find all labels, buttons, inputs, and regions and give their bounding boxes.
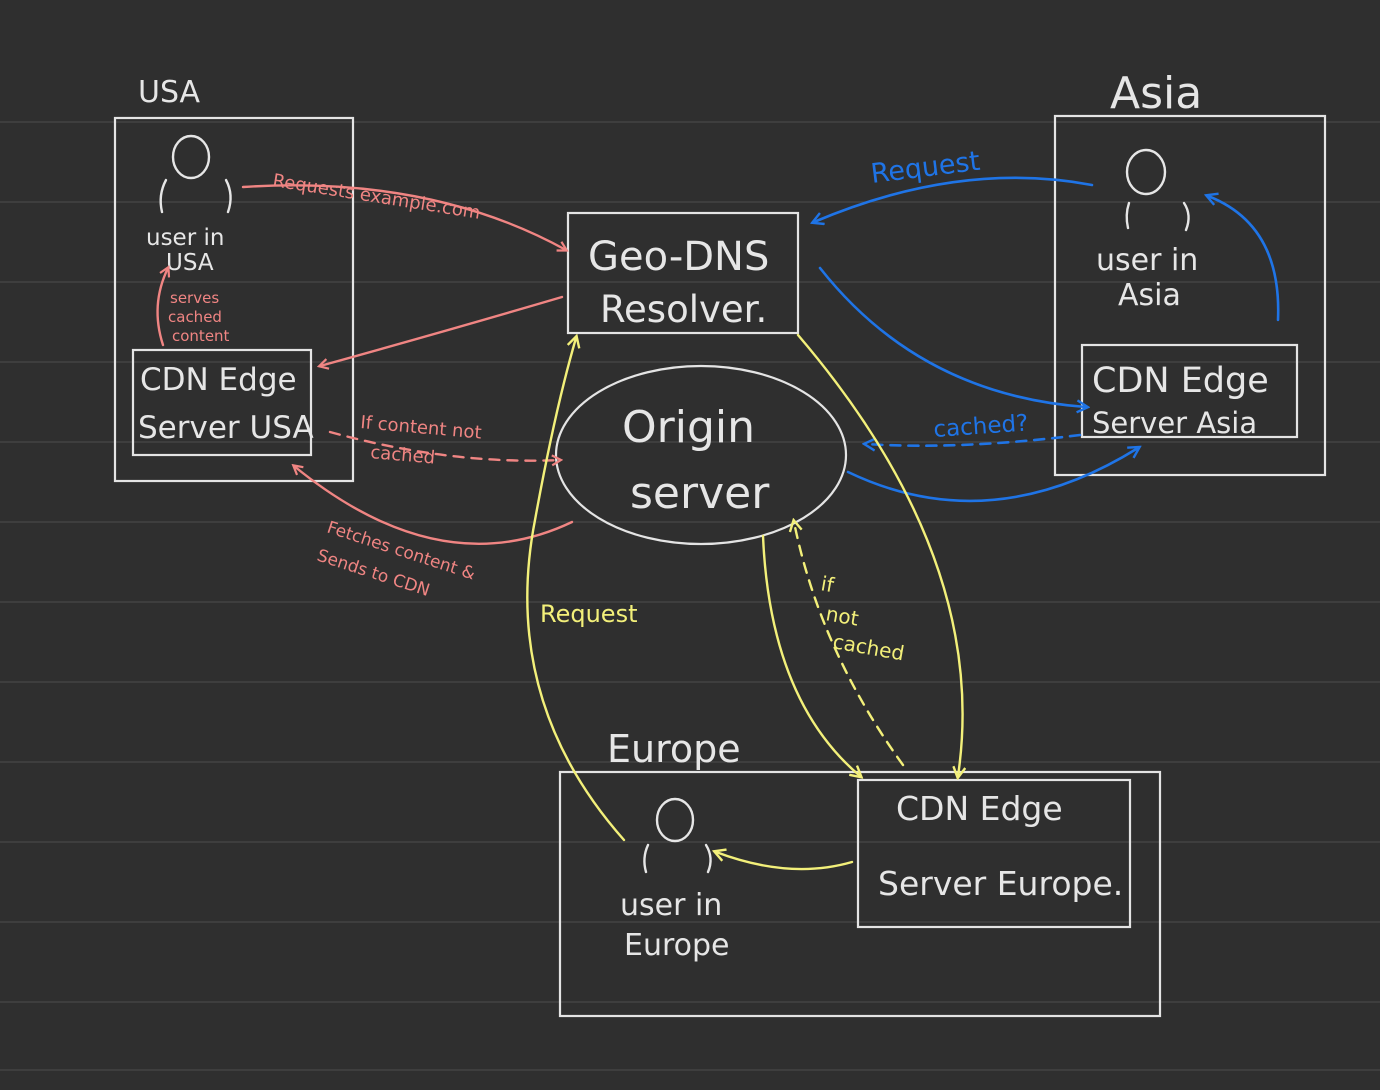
user-usa-icon — [159, 134, 232, 214]
cdn-asia-label-line2: Server Asia — [1092, 406, 1257, 440]
geo-dns-label-line1: Geo-DNS — [588, 234, 769, 280]
cdn-asia-to-origin-arrow — [866, 433, 1082, 446]
cdn-asia-box — [1080, 343, 1299, 439]
asia-serves-arrow — [1208, 196, 1280, 322]
ruled-lines — [0, 121, 1380, 1071]
asia-flow: Request cached? — [814, 146, 1138, 503]
if-content-not-cached-label-line2: cached — [370, 442, 436, 469]
if-not-cached-label-line2: not — [824, 601, 861, 630]
geo-dns-box — [566, 211, 800, 335]
origin-to-cdn-europe-arrow — [761, 534, 860, 776]
europe-serves-arrow — [716, 852, 854, 871]
if-not-cached-label-line1: if — [819, 571, 837, 597]
dns-to-cdn-usa-arrow — [320, 295, 564, 366]
serves-cached-label-line2: cached — [168, 308, 222, 326]
origin-to-cdn-usa-arrow — [294, 466, 574, 545]
origin-to-cdn-asia-arrow — [846, 448, 1138, 503]
user-usa-label-line1: user in — [146, 225, 224, 251]
user-usa-label-line2: USA — [166, 250, 214, 276]
europe-region-title: Europe — [607, 727, 741, 771]
user-asia-label-line2: Asia — [1118, 278, 1181, 313]
serves-cached-label-line3: content — [172, 327, 230, 345]
user-asia-icon — [1125, 148, 1190, 232]
cdn-asia-label-line1: CDN Edge — [1092, 361, 1269, 401]
request-europe-label: Request — [540, 600, 638, 628]
usa-region-title: USA — [138, 75, 201, 110]
usa-region-box — [113, 116, 355, 483]
origin-server-label-line1: Origin — [622, 402, 755, 453]
requests-example-label: Requests example.com — [271, 170, 482, 224]
geo-dns-label-line2: Resolver. — [600, 288, 767, 331]
cdn-usa-label-line2: Server USA — [138, 410, 314, 446]
dns-to-cdn-asia-arrow — [818, 266, 1086, 407]
asia-region: Asia user in Asia CDN Edge Server Asia — [1053, 68, 1327, 477]
if-content-not-cached-label-line1: If content not — [360, 412, 483, 444]
user-asia-label-line1: user in — [1096, 243, 1198, 278]
serves-cached-label-line1: serves — [170, 289, 219, 307]
europe-flow: Request if not cached — [526, 333, 963, 842]
geo-dns-node: Geo-DNS Resolver. — [566, 211, 800, 335]
usa-region: USA user in USA CDN Edge Server USA serv… — [113, 75, 355, 483]
origin-server-node: Origin server — [554, 364, 848, 546]
usa-request-arrow — [241, 184, 566, 250]
asia-request-arrow — [814, 176, 1094, 222]
cdn-europe-label-line2: Server Europe. — [878, 864, 1123, 903]
if-not-cached-label-line3: cached — [831, 629, 906, 665]
cached-asia-label: cached? — [933, 410, 1030, 443]
europe-request-arrow — [526, 338, 626, 842]
dns-to-cdn-europe-arrow — [796, 333, 963, 776]
serves-cached-arrow — [156, 268, 168, 347]
cdn-usa-to-origin-arrow — [328, 430, 560, 461]
asia-region-title: Asia — [1110, 68, 1202, 119]
cdn-usa-box — [131, 348, 313, 457]
user-europe-label-line1: user in — [620, 888, 722, 923]
user-europe-label-line2: Europe — [624, 928, 730, 963]
cdn-europe-box — [856, 778, 1132, 929]
europe-region: Europe user in Europe CDN Edge Server Eu… — [558, 727, 1162, 1018]
cdn-europe-to-origin-arrow — [794, 522, 905, 767]
user-europe-icon — [643, 797, 712, 874]
asia-region-box — [1053, 114, 1327, 477]
cdn-usa-label-line1: CDN Edge — [140, 362, 297, 398]
cdn-europe-label-line1: CDN Edge — [896, 789, 1063, 828]
origin-server-label-line2: server — [630, 468, 770, 519]
request-asia-label: Request — [869, 146, 982, 190]
